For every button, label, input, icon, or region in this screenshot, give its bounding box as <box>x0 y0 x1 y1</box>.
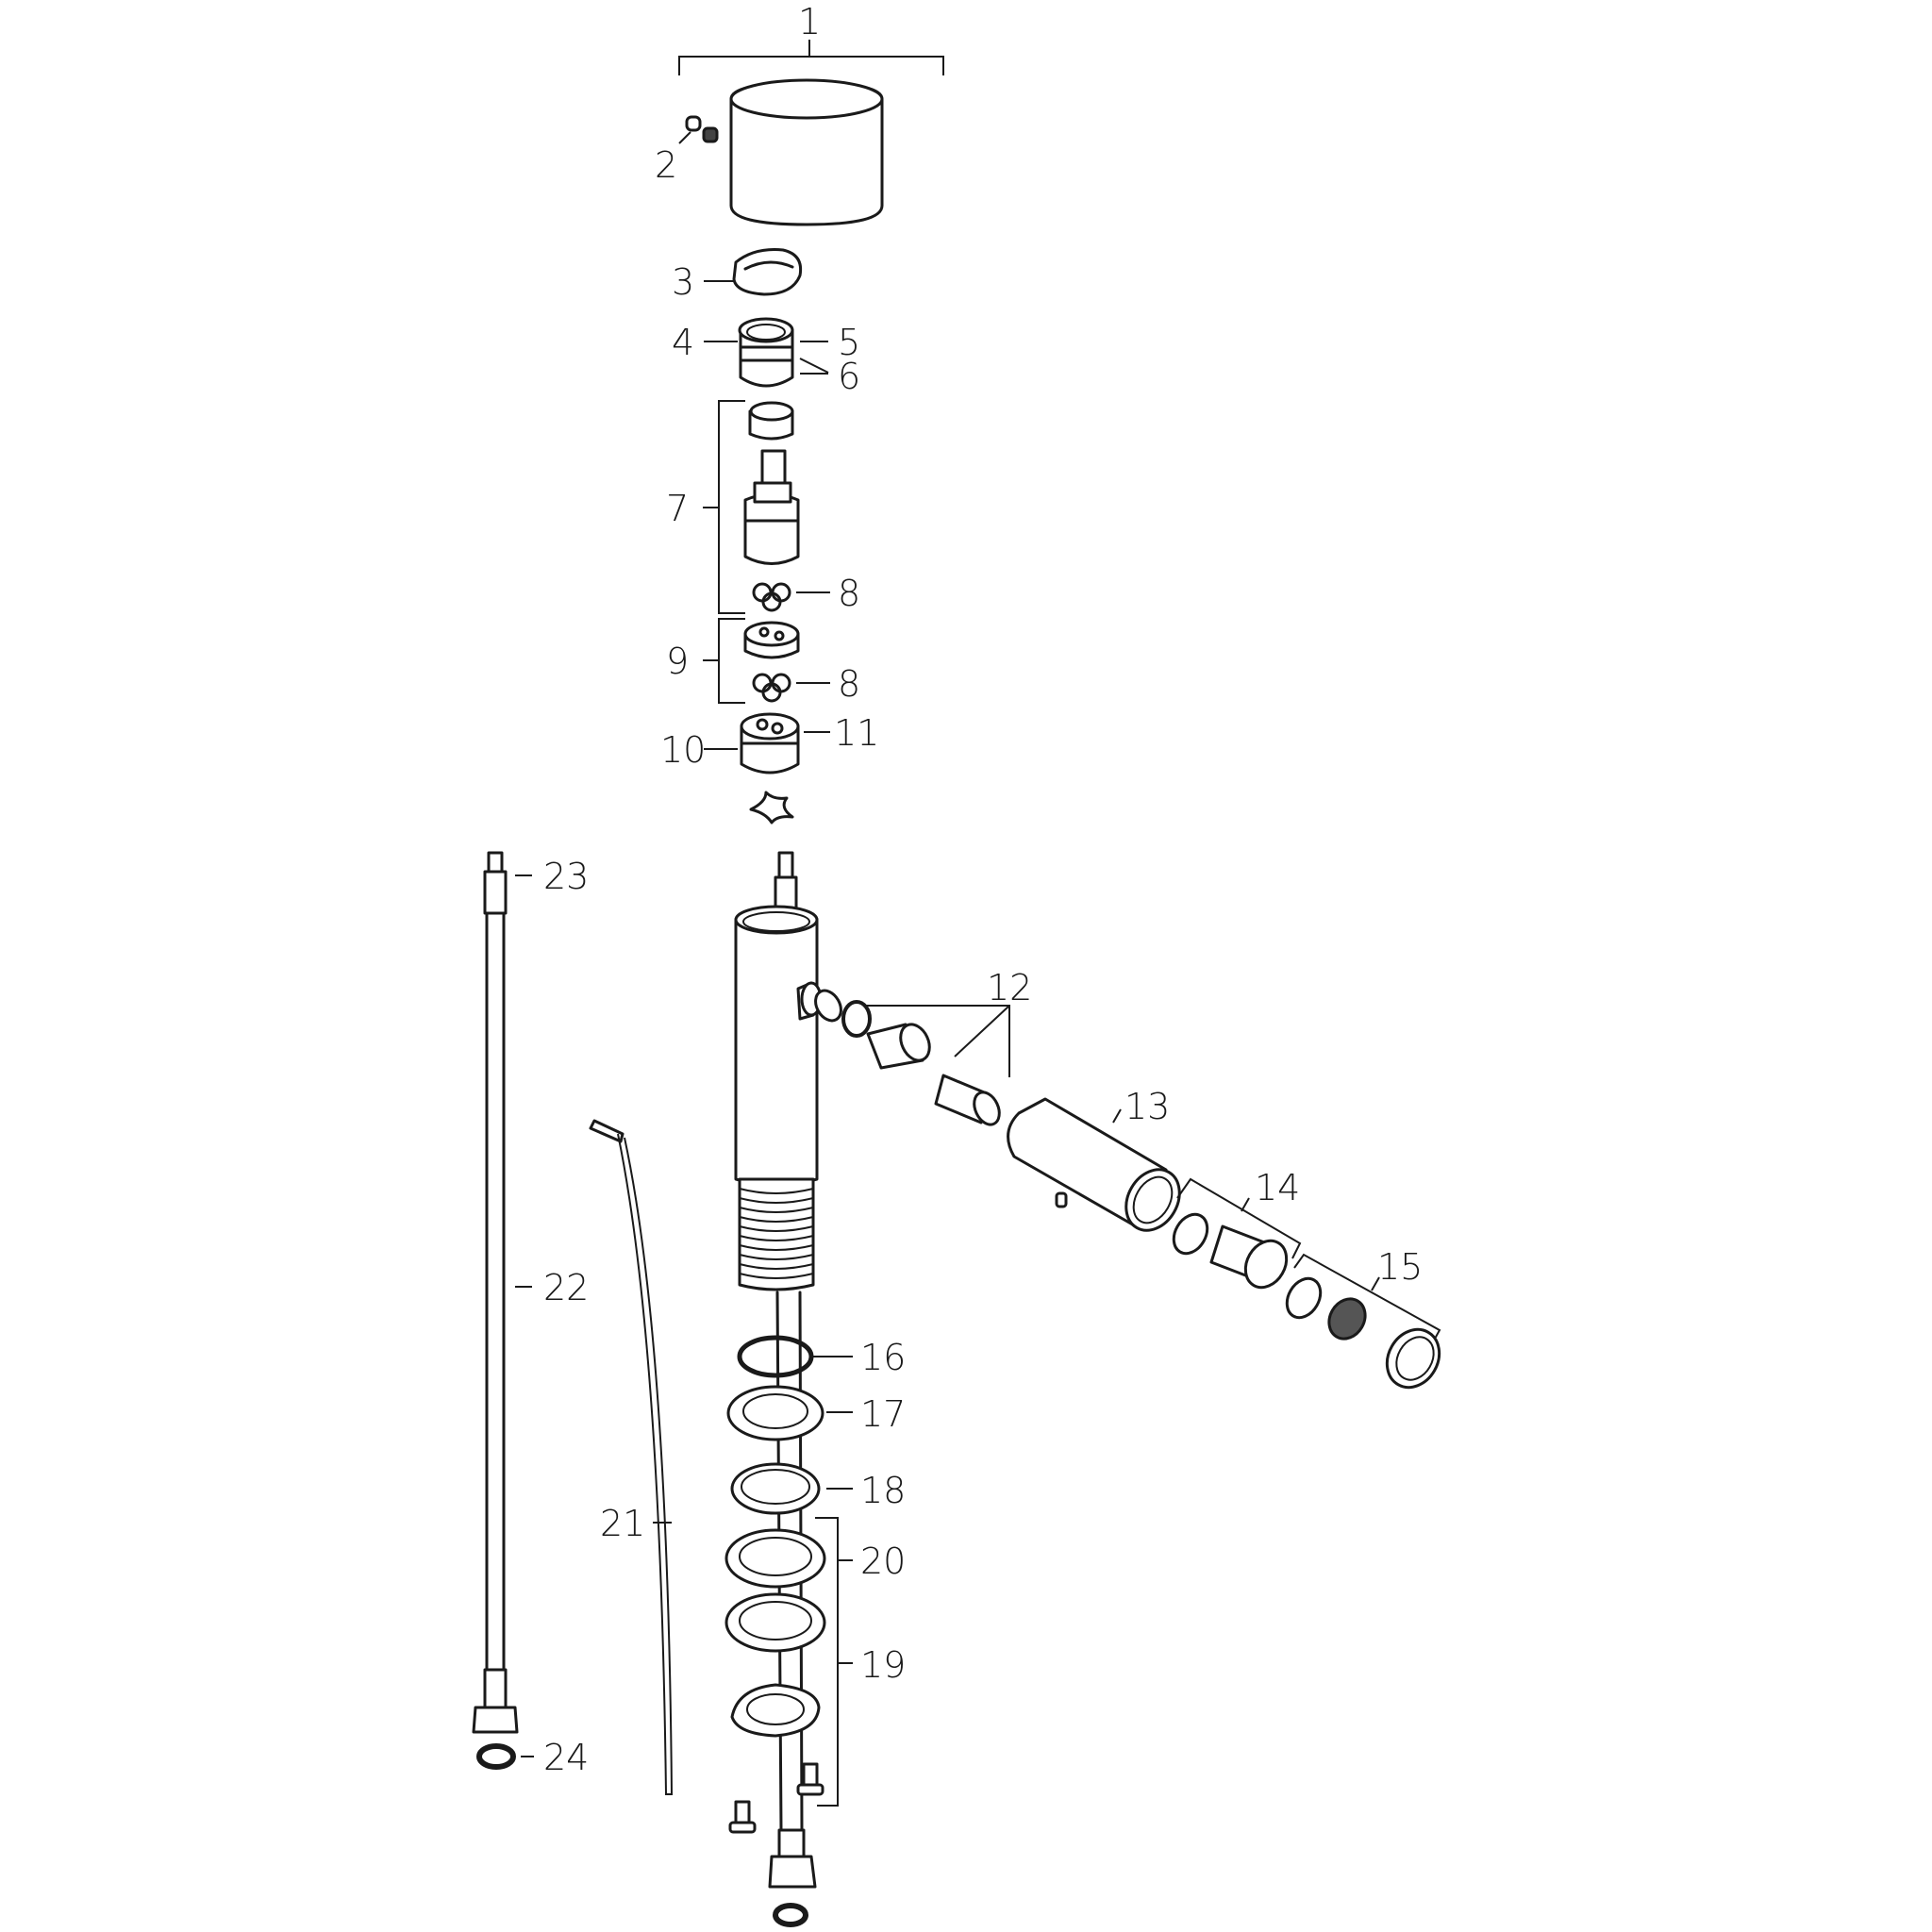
label-7: 7 <box>666 488 689 529</box>
main-body <box>734 851 823 1927</box>
label-19: 19 <box>860 1644 906 1686</box>
part-15-aerator-set <box>1285 1276 1441 1390</box>
label-16: 16 <box>860 1337 906 1378</box>
label-1: 1 <box>798 1 821 42</box>
label-24: 24 <box>543 1737 589 1778</box>
label-17: 17 <box>860 1393 906 1435</box>
label-4: 4 <box>672 322 694 363</box>
label-6: 6 <box>838 356 860 397</box>
label-11: 11 <box>834 712 879 754</box>
part-22-connection-hose <box>472 851 519 1734</box>
label-20: 20 <box>860 1541 906 1582</box>
label-8b: 8 <box>838 663 860 705</box>
part-14-aerator-housing <box>1172 1212 1289 1290</box>
part-17-base-washer <box>726 1385 824 1441</box>
part-9-adapter <box>743 621 800 659</box>
label-13: 13 <box>1124 1086 1170 1127</box>
part-18-gasket <box>730 1462 821 1515</box>
label-21: 21 <box>600 1503 645 1544</box>
part-3-cover-cap <box>732 248 803 296</box>
part-1-cover-set <box>678 40 944 226</box>
label-15: 15 <box>1377 1246 1423 1288</box>
part-12-connector-set <box>814 989 1001 1126</box>
label-5: 5 <box>838 322 860 363</box>
part-24-hose-washer <box>476 1743 516 1770</box>
part-2-set-screws <box>678 115 719 144</box>
part-7-cartridge <box>743 401 800 565</box>
label-2: 2 <box>655 144 677 186</box>
part-13-spout-tube <box>1007 1097 1181 1232</box>
label-3: 3 <box>672 261 694 303</box>
part-4-bushing <box>738 317 794 388</box>
part-19-mounting-set <box>724 1592 826 1834</box>
part-20-fixing-washer <box>724 1528 826 1589</box>
label-9: 9 <box>666 641 689 682</box>
part-8-seals-upper <box>752 582 791 612</box>
part-16-snap-ring <box>737 1335 814 1378</box>
part-10-valve-base <box>740 712 800 774</box>
label-18: 18 <box>860 1470 906 1511</box>
label-8a: 8 <box>838 573 860 614</box>
label-23: 23 <box>543 856 589 897</box>
spider-clip <box>749 791 794 824</box>
part-8-seals-lower <box>752 673 791 703</box>
label-12: 12 <box>987 967 1032 1008</box>
part-21-allen-key <box>589 1119 674 1795</box>
label-14: 14 <box>1255 1167 1300 1208</box>
label-10: 10 <box>660 729 706 771</box>
label-22: 22 <box>543 1267 589 1308</box>
